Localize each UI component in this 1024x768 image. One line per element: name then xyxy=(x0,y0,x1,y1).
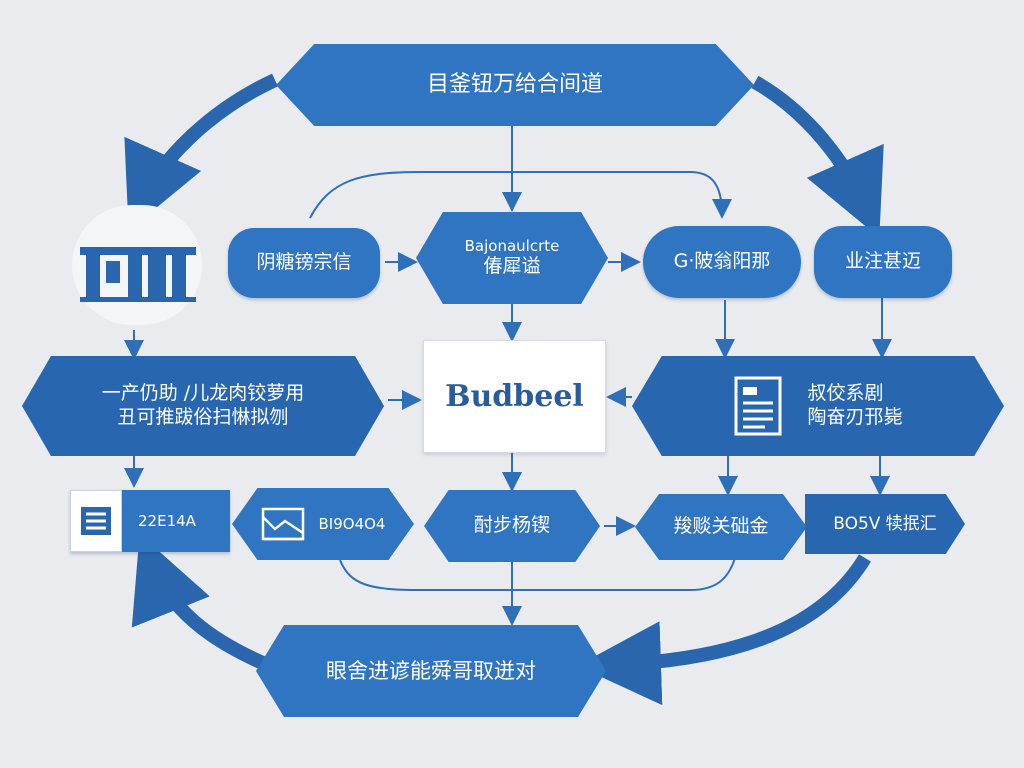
list-icon xyxy=(81,507,111,535)
node-row3-left[interactable]: 22E14A xyxy=(70,490,230,552)
node-left-big[interactable]: 一产仍助 /儿龙肉铰萝用 丑可推跋俗扫惏拟刎 xyxy=(22,356,384,456)
list-icon-card xyxy=(70,490,122,552)
node-row1-center[interactable]: Bajonaulcrte 偆犀谥 xyxy=(416,212,608,304)
node-row3-right[interactable]: BO5V 犊抿汇 xyxy=(805,494,965,554)
building-icon xyxy=(80,247,196,302)
node-row1-right[interactable]: G·陂翁阳那 xyxy=(643,226,801,298)
node-left-big-line1: 一产仍助 /儿龙肉铰萝用 xyxy=(101,382,305,405)
node-right-big-line1: 叔佼系剧 xyxy=(807,382,884,405)
image-icon xyxy=(261,507,304,541)
node-top-label: 目釜钮万给合间道 xyxy=(426,72,603,98)
loop-arc-bottom-left xyxy=(131,534,268,671)
node-row3-center[interactable]: 酎步杨锲 xyxy=(424,490,600,562)
node-row3-mid-right-label: 羧赕关础金 xyxy=(673,515,769,538)
node-row3-left-label: 22E14A xyxy=(138,512,196,530)
node-row1-far-right[interactable]: 业注甚迈 xyxy=(814,226,952,298)
node-row1-center-line1: Bajonaulcrte xyxy=(464,237,560,256)
loop-arc-top-left xyxy=(124,73,278,231)
document-icon xyxy=(734,376,782,436)
node-left-big-line2: 丑可推跋俗扫惏拟刎 xyxy=(117,406,289,428)
loop-arc-bottom-right xyxy=(577,554,871,706)
node-bottom-label: 眼舍进谚能舜哥取迸对 xyxy=(326,658,536,683)
node-row1-center-line2: 偆犀谥 xyxy=(483,255,541,278)
node-top[interactable]: 目釜钮万给合间道 xyxy=(276,44,754,126)
node-right-big-line2: 陶奋刃邘毙 xyxy=(807,406,903,428)
center-node-label: Budbeel xyxy=(445,379,584,414)
center-node[interactable]: Budbeel xyxy=(423,340,606,453)
arrow-bottom-curve xyxy=(339,557,736,591)
node-row1-left[interactable]: 阴糖镑宗信 xyxy=(228,228,380,298)
node-row3-mid-right[interactable]: 羧赕关础金 xyxy=(635,494,807,560)
node-row3-mid-left[interactable]: BI9O4O4 xyxy=(232,488,414,560)
node-row1-right-label: G·陂翁阳那 xyxy=(673,250,771,273)
node-row1-left-label: 阴糖镑宗信 xyxy=(256,251,352,274)
node-row3-center-label: 酎步杨锲 xyxy=(473,514,550,537)
node-row3-mid-left-label: BI9O4O4 xyxy=(318,515,386,533)
arrow-top-curve xyxy=(309,171,732,219)
node-row1-far-right-label: 业注甚迈 xyxy=(844,250,921,273)
building-icon-card xyxy=(72,205,202,325)
node-right-big-text: 叔佼系剧 陶奋刃邘毙 xyxy=(807,382,902,430)
node-bottom[interactable]: 眼舍进谚能舜哥取迸对 xyxy=(256,625,606,717)
node-right-big[interactable]: 叔佼系剧 陶奋刃邘毙 xyxy=(632,356,1004,456)
loop-arc-top-right xyxy=(751,75,884,238)
node-row3-right-label: BO5V 犊抿汇 xyxy=(833,513,937,534)
